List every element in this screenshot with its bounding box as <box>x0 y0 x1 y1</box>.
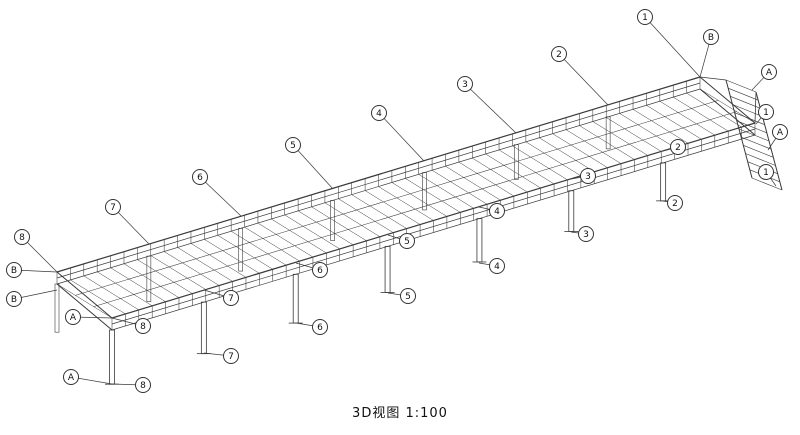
svg-text:5: 5 <box>290 141 296 151</box>
svg-text:A: A <box>777 128 784 138</box>
svg-text:B: B <box>708 33 714 43</box>
grid-bubble-6: 6 <box>295 262 328 278</box>
svg-text:6: 6 <box>197 173 203 183</box>
grid-bubble-A: A <box>767 124 788 151</box>
svg-text:6: 6 <box>317 323 323 333</box>
svg-text:3: 3 <box>462 80 468 90</box>
grid-bubble-6: 6 <box>295 319 328 335</box>
grid-bubble-3: 3 <box>457 76 517 134</box>
svg-text:A: A <box>766 68 773 78</box>
svg-text:1: 1 <box>642 13 648 23</box>
structure-lines <box>54 76 783 385</box>
svg-text:A: A <box>68 373 75 383</box>
svg-text:7: 7 <box>110 203 116 213</box>
grid-bubble-4: 4 <box>478 203 505 219</box>
grid-bubble-B: B <box>699 29 719 78</box>
grid-bubble-6: 6 <box>192 169 242 217</box>
grid-bubble-B: B <box>6 289 58 307</box>
svg-text:2: 2 <box>672 199 678 209</box>
svg-text:B: B <box>11 266 17 276</box>
grid-bubble-5: 5 <box>387 288 416 304</box>
svg-text:5: 5 <box>405 292 411 302</box>
svg-text:5: 5 <box>404 237 410 247</box>
svg-text:3: 3 <box>583 230 589 240</box>
svg-text:1: 1 <box>763 168 769 178</box>
grid-bubble-2: 2 <box>662 139 686 155</box>
grid-bubble-1: 1 <box>637 9 701 78</box>
svg-text:8: 8 <box>19 233 25 243</box>
svg-text:4: 4 <box>494 207 500 217</box>
view-title: 3D视图 1:100 <box>0 402 800 421</box>
svg-text:6: 6 <box>317 266 323 276</box>
svg-text:2: 2 <box>675 143 681 153</box>
view-title-text: 3D视图 1:100 <box>352 406 448 421</box>
grid-bubble-A: A <box>65 309 113 325</box>
svg-text:7: 7 <box>228 294 234 304</box>
svg-text:8: 8 <box>140 322 146 332</box>
grid-bubble-3: 3 <box>570 226 594 242</box>
grid-bubble-8: 8 <box>111 377 151 393</box>
grid-bubble-A: A <box>751 64 777 91</box>
svg-text:7: 7 <box>228 352 234 362</box>
svg-text:A: A <box>70 313 77 323</box>
grid-bubble-1: 1 <box>755 104 774 125</box>
svg-text:4: 4 <box>494 262 500 272</box>
svg-text:4: 4 <box>376 109 382 119</box>
grid-bubble-7: 7 <box>203 289 239 306</box>
grid-bubble-1: 1 <box>758 164 777 187</box>
grid-bubble-7: 7 <box>105 199 150 245</box>
grid-bubble-A: A <box>63 369 113 385</box>
svg-text:3: 3 <box>585 172 591 182</box>
svg-text:2: 2 <box>556 50 562 60</box>
grid-bubble-4: 4 <box>478 258 505 274</box>
grid-bubble-2: 2 <box>662 195 683 211</box>
svg-text:8: 8 <box>140 381 146 391</box>
grid-bubble-5: 5 <box>285 137 334 190</box>
grid-bubble-2: 2 <box>551 46 609 106</box>
grid-bubble-7: 7 <box>203 348 239 364</box>
svg-text:B: B <box>11 295 17 305</box>
grid-bubble-8: 8 <box>14 229 58 273</box>
grid-bubble-B: B <box>6 262 58 278</box>
grid-bubble-3: 3 <box>570 168 596 184</box>
svg-text:1: 1 <box>763 108 769 118</box>
grid-bubble-4: 4 <box>371 105 425 162</box>
grid-bubble-5: 5 <box>387 233 415 249</box>
grid-bubble-8: 8 <box>111 317 151 334</box>
